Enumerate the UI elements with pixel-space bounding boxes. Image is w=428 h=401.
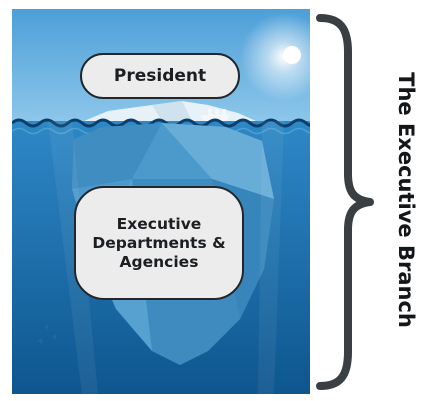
ship-icon — [200, 109, 230, 121]
president-label: President — [80, 53, 240, 99]
side-title: The Executive Branch — [394, 72, 418, 328]
executive-departments-label: Executive Departments & Agencies — [74, 186, 244, 300]
sun-icon — [240, 13, 310, 101]
brace-icon — [316, 14, 374, 390]
